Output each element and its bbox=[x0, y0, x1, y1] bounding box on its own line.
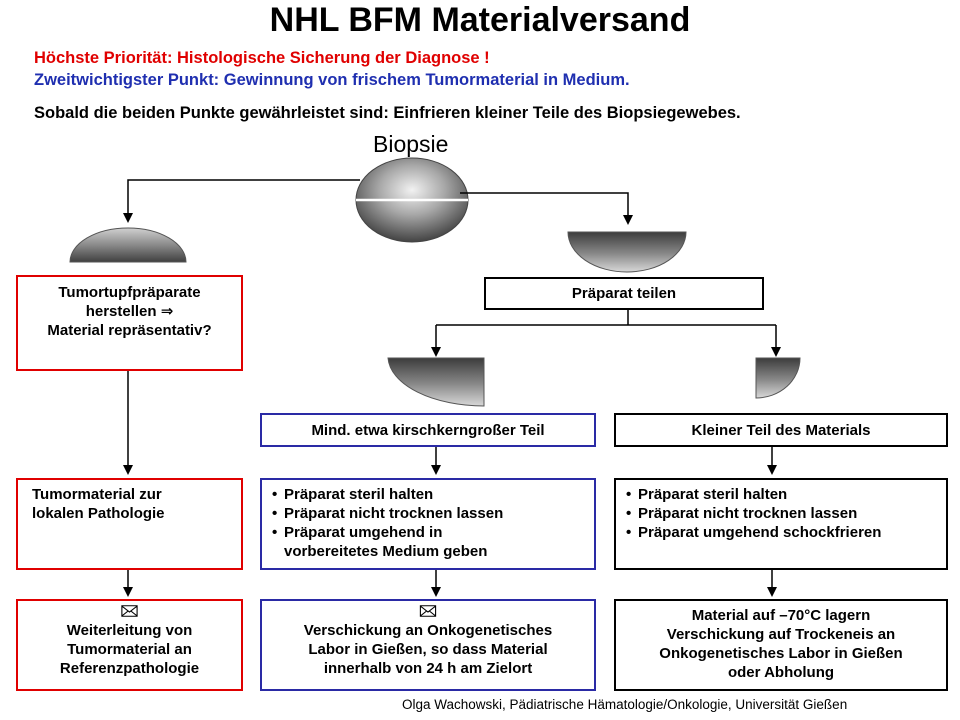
verschickung-middle-line-1: Verschickung an Onkogenetisches bbox=[303, 622, 553, 639]
referenz-line-2: Tumormaterial an bbox=[67, 641, 192, 658]
tumortupf-box: Tumortupfpräparate herstellen ⇒ Material… bbox=[16, 275, 243, 371]
middle-step-3-cont: vorbereitetes Medium geben bbox=[284, 543, 488, 560]
split-connectors bbox=[431, 310, 781, 357]
referenz-line-1: Weiterleitung von bbox=[66, 622, 193, 639]
verschickung-middle-box: 🖂 Verschickung an Onkogenetisches Labor … bbox=[260, 599, 596, 691]
right-step-1: Präparat steril halten bbox=[626, 485, 946, 504]
priority-note-3: Sobald die beiden Punkte gewährleistet s… bbox=[34, 104, 741, 122]
praeparat-teilen-label: Präparat teilen bbox=[571, 285, 677, 302]
tumortupf-line-3: Material repräsentativ? bbox=[47, 322, 212, 339]
biopsie-label: Biopsie bbox=[373, 131, 449, 157]
mail-icon: 🖂 bbox=[120, 603, 139, 620]
middle-step-3: Präparat umgehend in bbox=[272, 523, 594, 542]
referenz-line-3: Referenzpathologie bbox=[59, 660, 200, 677]
middle-quarter-shape bbox=[387, 357, 485, 407]
priority-note-2: Zweitwichtigster Punkt: Gewinnung von fr… bbox=[34, 71, 630, 89]
right-quarter-shape bbox=[755, 357, 801, 399]
lagerung-box: Material auf –70°C lagern Verschickung a… bbox=[614, 599, 948, 691]
middle-step-1: Präparat steril halten bbox=[272, 485, 594, 504]
verschickung-middle-line-3: innerhalb von 24 h am Zielort bbox=[323, 660, 533, 677]
lagerung-line-3: Onkogenetisches Labor in Gießen bbox=[659, 645, 903, 662]
verschickung-middle-line-2: Labor in Gießen, so dass Material bbox=[308, 641, 548, 658]
middle-steps-box: Präparat steril halten Präparat nicht tr… bbox=[260, 478, 596, 570]
right-header-label: Kleiner Teil des Materials bbox=[691, 422, 871, 439]
lagerung-line-4: oder Abholung bbox=[727, 664, 835, 681]
pathologie-line-1: Tumormaterial zur bbox=[32, 486, 162, 503]
page-title: NHL BFM Materialversand bbox=[269, 1, 691, 39]
right-steps-list: Präparat steril halten Präparat nicht tr… bbox=[626, 485, 946, 542]
pathologie-line-2: lokalen Pathologie bbox=[32, 505, 165, 522]
right-header-box: Kleiner Teil des Materials bbox=[614, 413, 948, 447]
right-steps-box: Präparat steril halten Präparat nicht tr… bbox=[614, 478, 948, 570]
mail-icon: 🖂 bbox=[418, 603, 438, 620]
biopsie-connectors bbox=[123, 179, 633, 225]
left-half-shape bbox=[69, 227, 187, 263]
footer-credit: Olga Wachowski, Pädiatrische Hämatologie… bbox=[402, 697, 848, 712]
middle-header-box: Mind. etwa kirschkerngroßer Teil bbox=[260, 413, 596, 447]
priority-note-1: Höchste Priorität: Histologische Sicheru… bbox=[34, 49, 490, 67]
biopsie-shape bbox=[355, 157, 469, 243]
tumortupf-line-1: Tumortupfpräparate bbox=[58, 284, 201, 301]
tumortupf-line-2: herstellen ⇒ bbox=[85, 303, 174, 320]
lagerung-line-1: Material auf –70°C lagern bbox=[691, 607, 871, 624]
right-half-shape bbox=[567, 231, 687, 273]
right-step-2: Präparat nicht trocknen lassen bbox=[626, 504, 946, 523]
pathologie-box: Tumormaterial zur lokalen Pathologie bbox=[16, 478, 243, 570]
vertical-arrows bbox=[123, 371, 777, 597]
middle-header-label: Mind. etwa kirschkerngroßer Teil bbox=[311, 422, 545, 439]
middle-steps-list: Präparat steril halten Präparat nicht tr… bbox=[272, 485, 594, 542]
right-step-3: Präparat umgehend schockfrieren bbox=[626, 523, 946, 542]
middle-step-2: Präparat nicht trocknen lassen bbox=[272, 504, 594, 523]
praeparat-teilen-box: Präparat teilen bbox=[484, 277, 764, 310]
lagerung-line-2: Verschickung auf Trockeneis an bbox=[666, 626, 896, 643]
referenz-box: 🖂 Weiterleitung von Tumormaterial an Ref… bbox=[16, 599, 243, 691]
